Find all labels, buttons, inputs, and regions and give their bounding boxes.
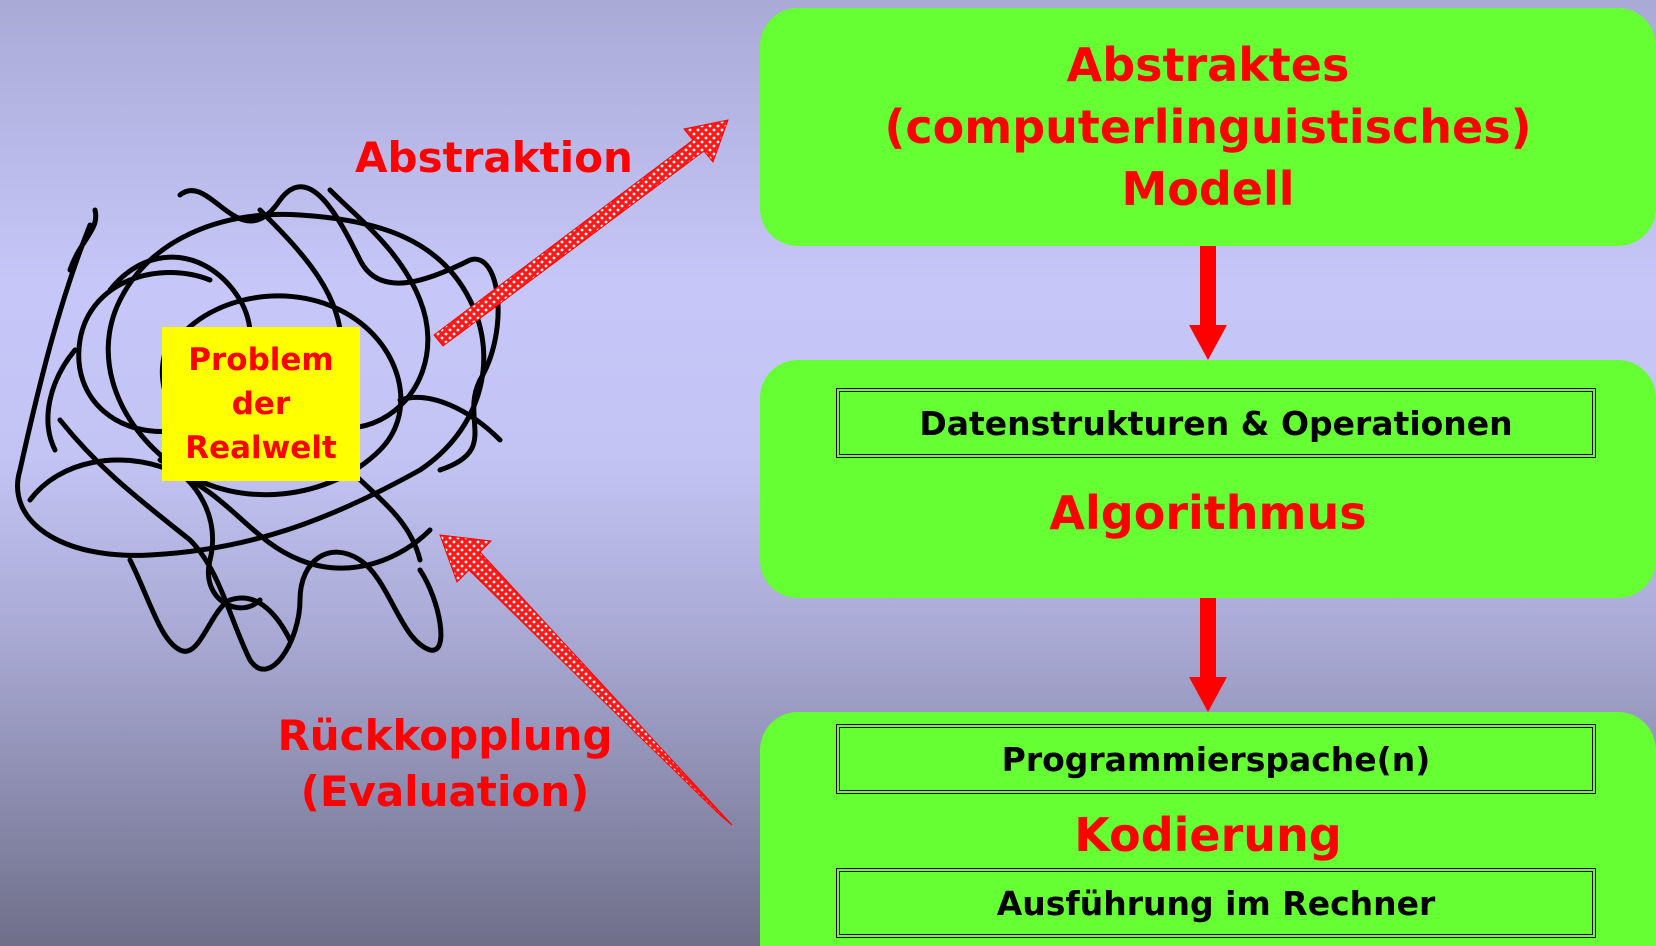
model-box: Abstraktes (computerlinguistisches) Mode… <box>760 8 1656 246</box>
feedback-arrow <box>439 534 733 826</box>
algorithm-box: Datenstrukturen & Operationen Algorithmu… <box>760 360 1656 598</box>
abstraction-arrow <box>433 119 729 347</box>
programming-language-box: Programmierspache(n) <box>836 724 1596 794</box>
coding-title: Kodierung <box>1074 808 1342 862</box>
problem-line-2: der <box>231 386 291 422</box>
feedback-line-1: Rückkopplung <box>277 711 613 760</box>
problem-box: Problem der Realwelt <box>162 327 360 481</box>
arrow-algorithm-to-coding <box>1189 598 1227 712</box>
problem-line-1: Problem <box>188 342 334 378</box>
data-structures-box: Datenstrukturen & Operationen <box>836 388 1596 458</box>
model-line-1: Abstraktes <box>1066 38 1350 92</box>
problem-line-3: Realwelt <box>185 430 337 466</box>
model-line-3: Modell <box>1121 162 1295 216</box>
model-line-2: (computerlinguistisches) <box>884 100 1532 154</box>
feedback-label: Rückkopplung (Evaluation) <box>270 708 620 820</box>
execution-box: Ausführung im Rechner <box>836 868 1596 938</box>
coding-box: Programmierspache(n) Kodierung Ausführun… <box>760 712 1656 946</box>
arrow-model-to-algorithm <box>1189 246 1227 360</box>
feedback-line-2: (Evaluation) <box>300 767 590 816</box>
abstraction-label: Abstraktion <box>355 133 633 182</box>
algorithm-title: Algorithmus <box>1049 486 1367 540</box>
